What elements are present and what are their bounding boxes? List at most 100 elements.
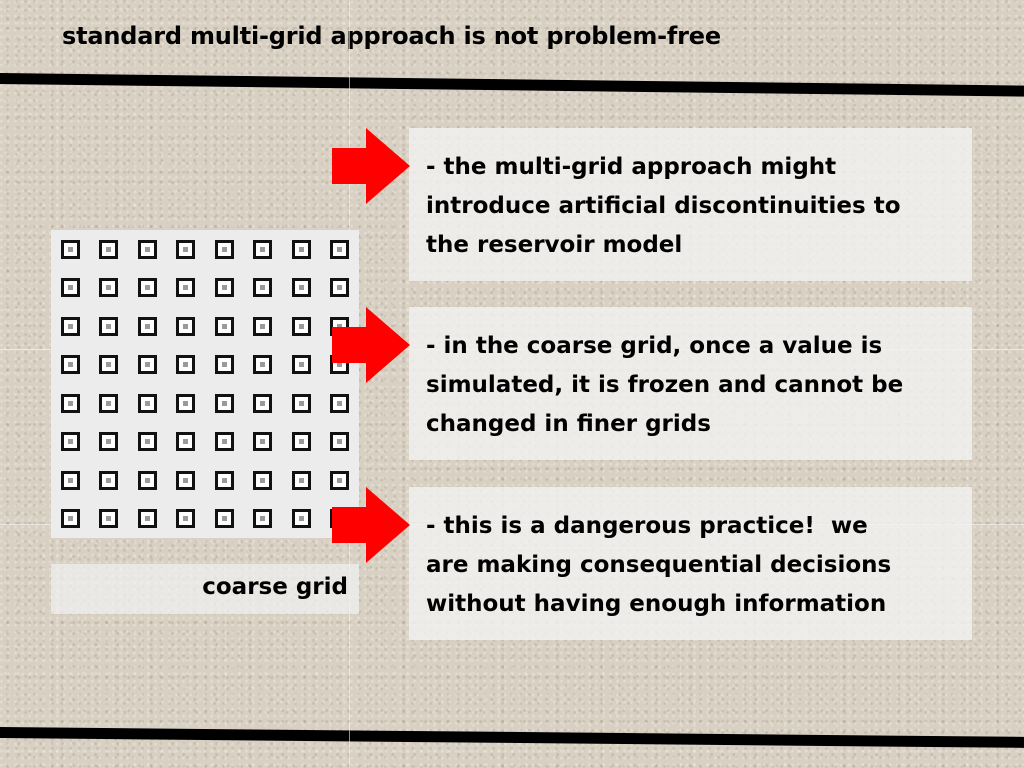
square-node-icon: [253, 432, 273, 452]
grid-cell: [205, 230, 244, 269]
grid-caption: coarse grid: [202, 574, 348, 600]
square-node-icon: [214, 316, 234, 336]
square-node-icon: [330, 470, 350, 490]
node-center: [298, 477, 304, 483]
grid-cell: [282, 307, 321, 346]
square-node-icon: [253, 355, 273, 375]
square-node-icon: [99, 316, 119, 336]
node-center: [260, 516, 266, 522]
grid-cell: [205, 500, 244, 539]
grid-cell: [244, 461, 283, 500]
square-node-icon: [137, 509, 157, 529]
node-center: [144, 516, 150, 522]
square-node-icon: [137, 316, 157, 336]
node-center: [67, 246, 73, 252]
grid-cell: [205, 307, 244, 346]
point-text: - the multi-grid approach might introduc…: [426, 154, 901, 258]
grid-cell: [90, 423, 129, 462]
square-node-icon: [253, 316, 273, 336]
right-arrow-icon: [332, 307, 410, 383]
grid-cell: [321, 269, 360, 308]
node-center: [260, 323, 266, 329]
node-center: [221, 323, 227, 329]
grid-cell: [51, 269, 90, 308]
point-box: - the multi-grid approach might introduc…: [409, 128, 972, 281]
grid-cell: [321, 230, 360, 269]
grid-cell: [167, 500, 206, 539]
bottom-divider: [0, 727, 1024, 748]
square-node-icon: [291, 316, 311, 336]
node-center: [298, 516, 304, 522]
grid-cell: [51, 461, 90, 500]
point-box: - in the coarse grid, once a value is si…: [409, 307, 972, 460]
grid-cell: [128, 500, 167, 539]
node-center: [144, 246, 150, 252]
square-node-icon: [291, 355, 311, 375]
node-center: [183, 362, 189, 368]
square-node-icon: [99, 239, 119, 259]
grid-cell: [128, 307, 167, 346]
square-node-icon: [214, 239, 234, 259]
node-center: [337, 323, 343, 329]
node-center: [221, 439, 227, 445]
grid-cell: [282, 500, 321, 539]
square-node-icon: [99, 393, 119, 413]
grid-cell: [321, 384, 360, 423]
node-center: [144, 477, 150, 483]
square-node-icon: [176, 278, 196, 298]
grid-cell: [244, 307, 283, 346]
grid-cell: [167, 230, 206, 269]
grid-cell: [244, 500, 283, 539]
square-node-icon: [60, 432, 80, 452]
grid-cell: [244, 384, 283, 423]
grid-cell: [205, 269, 244, 308]
node-center: [183, 285, 189, 291]
node-center: [221, 246, 227, 252]
grid-cell: [321, 423, 360, 462]
square-node-icon: [214, 509, 234, 529]
square-node-icon: [330, 239, 350, 259]
square-node-icon: [137, 278, 157, 298]
grid-cell: [205, 384, 244, 423]
node-center: [298, 439, 304, 445]
node-center: [337, 246, 343, 252]
node-center: [260, 246, 266, 252]
grid-cell: [167, 423, 206, 462]
grid-cell: [51, 230, 90, 269]
node-center: [298, 362, 304, 368]
square-node-icon: [214, 432, 234, 452]
grid-cell: [205, 423, 244, 462]
grid-cell: [128, 461, 167, 500]
node-center: [298, 285, 304, 291]
node-center: [144, 362, 150, 368]
square-node-icon: [253, 509, 273, 529]
node-center: [260, 285, 266, 291]
node-center: [67, 439, 73, 445]
node-center: [106, 323, 112, 329]
arrow-shape: [332, 128, 410, 204]
square-node-icon: [176, 316, 196, 336]
grid-cell: [244, 230, 283, 269]
node-center: [67, 400, 73, 406]
point-box: - this is a dangerous practice! we are m…: [409, 487, 972, 640]
node-center: [144, 285, 150, 291]
node-center: [183, 516, 189, 522]
square-node-icon: [137, 470, 157, 490]
square-node-icon: [60, 470, 80, 490]
grid-caption-box: coarse grid: [51, 564, 359, 614]
grid-cell: [282, 461, 321, 500]
node-center: [67, 477, 73, 483]
node-center: [106, 477, 112, 483]
grid-cell: [282, 384, 321, 423]
square-node-icon: [176, 355, 196, 375]
grid-cell: [90, 346, 129, 385]
square-node-icon: [137, 239, 157, 259]
node-center: [221, 477, 227, 483]
node-center: [183, 477, 189, 483]
grid-cell: [128, 346, 167, 385]
square-node-icon: [60, 509, 80, 529]
square-node-icon: [253, 239, 273, 259]
node-center: [183, 400, 189, 406]
grid-cell: [90, 269, 129, 308]
square-node-icon: [214, 355, 234, 375]
